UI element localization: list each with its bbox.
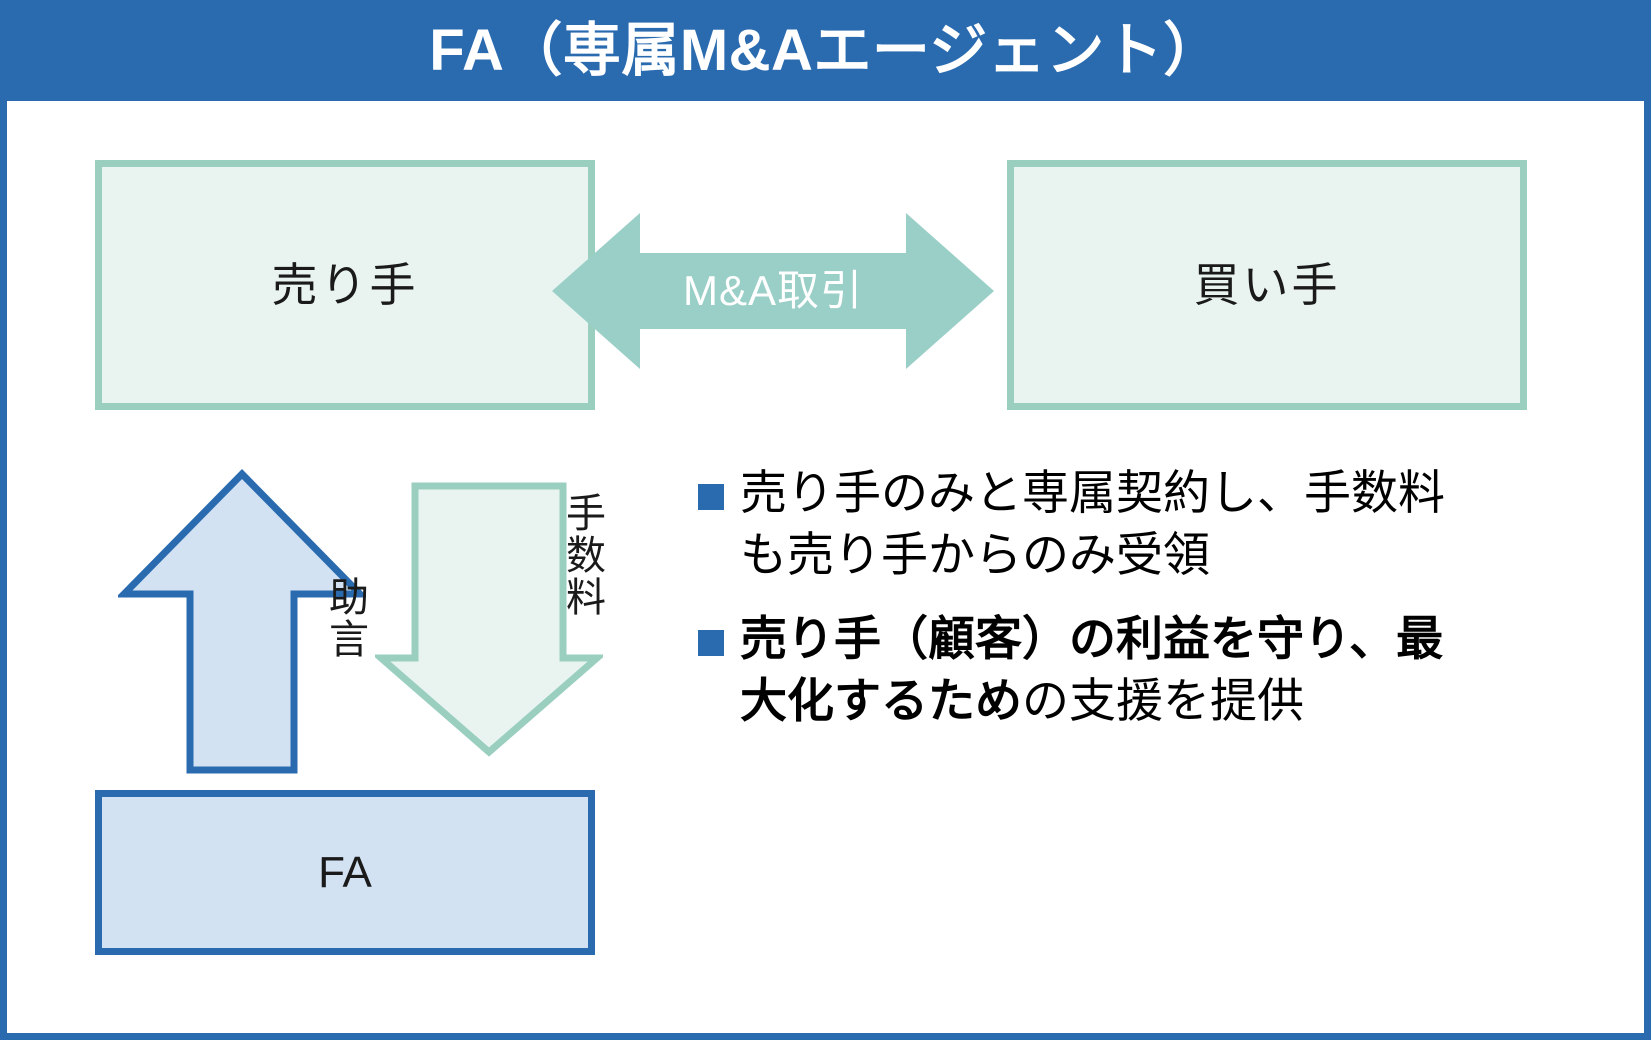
ma-transaction-arrow: M&A取引: [552, 195, 994, 387]
bullet-square-icon: [698, 630, 724, 657]
fa-box: FA: [95, 790, 595, 955]
note-tail-2: の支援を提供: [1022, 674, 1304, 728]
page-title: FA（専属M&Aエージェント）: [429, 17, 1222, 83]
seller-box: 売り手: [95, 160, 595, 410]
arrow-up-icon: [118, 469, 366, 774]
list-item: 売り手のみと専属契約し、手数料も売り手からのみ受領: [698, 462, 1488, 586]
note-emphasis-2: 売り手（顧客）の利益を守り、最大化するため: [740, 612, 1444, 728]
fee-arrow: [375, 470, 603, 758]
bidirectional-arrow-icon: [552, 213, 994, 369]
seller-label: 売り手: [271, 259, 419, 311]
notes-list: 売り手のみと専属契約し、手数料も売り手からのみ受領 売り手（顧客）の利益を守り、…: [698, 462, 1488, 754]
list-item: 売り手（顧客）の利益を守り、最大化するための支援を提供: [698, 608, 1488, 732]
slide-title-bar: FA（専属M&Aエージェント）: [0, 0, 1651, 101]
fa-label: FA: [318, 847, 372, 897]
note-text-2: 売り手（顧客）の利益を守り、最大化するための支援を提供: [740, 608, 1488, 732]
note-text-1: 売り手のみと専属契約し、手数料も売り手からのみ受領: [740, 466, 1445, 582]
advice-arrow: [118, 468, 366, 776]
buyer-label: 買い手: [1193, 259, 1341, 311]
buyer-box: 買い手: [1007, 160, 1527, 410]
bullet-square-icon: [698, 484, 724, 510]
arrow-down-icon: [375, 482, 603, 757]
